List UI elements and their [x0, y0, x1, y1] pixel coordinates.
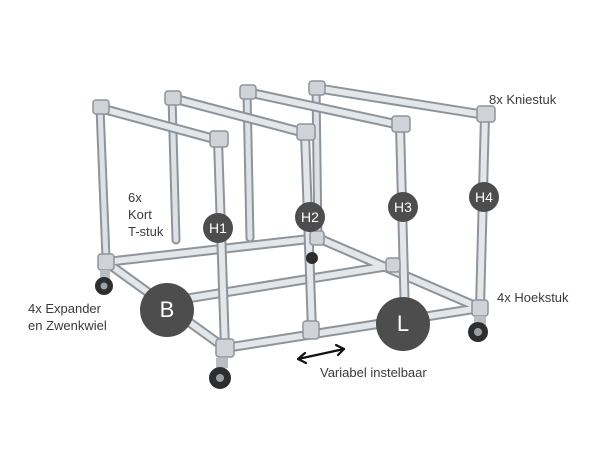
badge-l: L — [376, 297, 430, 351]
frame-tubes — [95, 83, 490, 353]
callout-kort-tstuk-line-2: Kort — [128, 207, 152, 222]
badge-h4: H4 — [469, 182, 499, 212]
callout-kniestuk: 8x Kniestuk — [489, 92, 557, 107]
adjustable-arrow-icon — [296, 343, 346, 365]
callout-expander-line-2: en Zwenkwiel — [28, 318, 107, 333]
caster-wheels — [95, 252, 488, 389]
badge-h1: H1 — [203, 213, 233, 243]
callout-variabel: Variabel instelbaar — [320, 365, 427, 380]
callout-kort-tstuk: 6x Kort T-stuk — [128, 189, 163, 240]
callout-hoekstuk: 4x Hoekstuk — [497, 290, 569, 305]
callout-kort-tstuk-line-3: T-stuk — [128, 224, 164, 239]
callout-expander: 4x Expander en Zwenkwiel — [28, 300, 107, 334]
callout-expander-line-1: 4x Expander — [28, 301, 101, 316]
badge-b: B — [140, 283, 194, 337]
badge-h2: H2 — [295, 202, 325, 232]
badge-h3: H3 — [388, 192, 418, 222]
callout-kort-tstuk-line-1: 6x — [128, 190, 142, 205]
